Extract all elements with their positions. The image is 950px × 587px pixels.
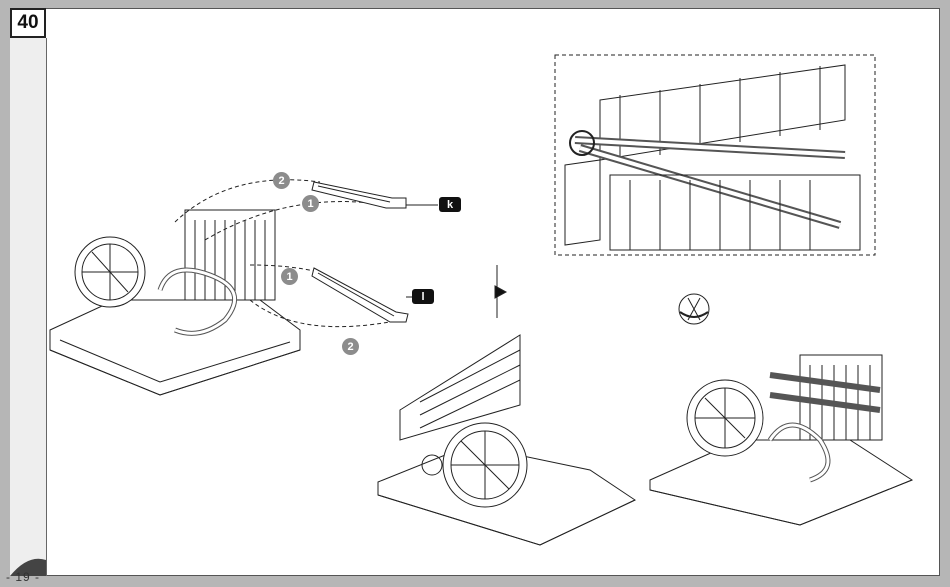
- part-label-k: k: [439, 197, 461, 212]
- rotate-view-icon: [679, 294, 709, 324]
- rail-part-k: [312, 182, 406, 208]
- callout-1-upper: 1: [302, 195, 319, 212]
- callout-2-upper: 2: [273, 172, 290, 189]
- detail-rails: [565, 65, 860, 250]
- callout-1-lower: 1: [281, 268, 298, 285]
- part-label-l: l: [412, 289, 434, 304]
- arrow-right-icon: [495, 286, 506, 298]
- rail-part-l: [312, 268, 408, 322]
- marble-run-model-middle: [378, 335, 635, 545]
- marble-run-model-right: [650, 355, 912, 525]
- callout-2-lower: 2: [342, 338, 359, 355]
- marble-run-model-left: [50, 210, 300, 395]
